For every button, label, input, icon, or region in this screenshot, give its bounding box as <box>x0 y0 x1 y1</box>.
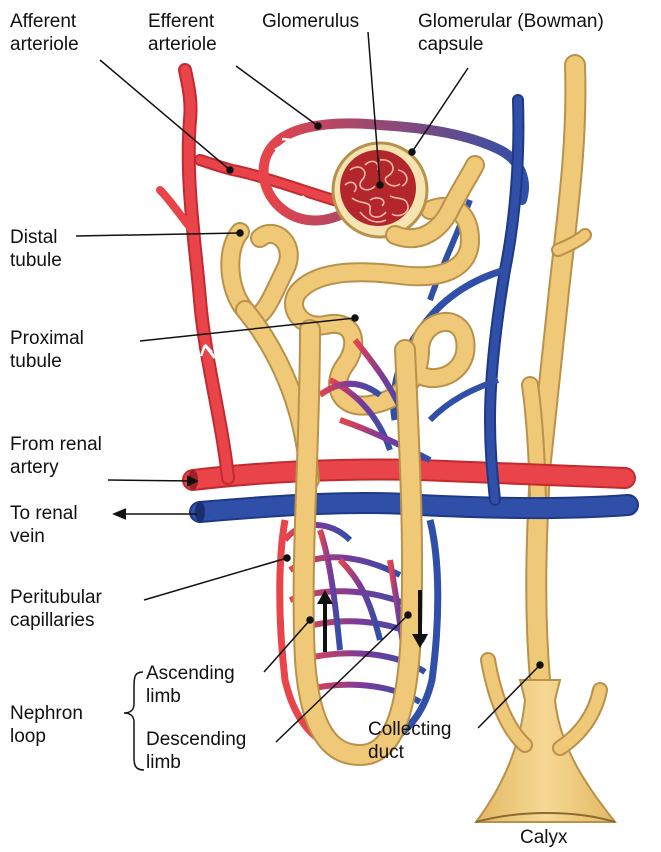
label-afferent-arteriole-line2: arteriole <box>10 33 79 56</box>
label-ascending-limb: Ascending limb <box>146 662 235 708</box>
label-from-renal-artery-line2: artery <box>10 456 102 479</box>
dot-descending-limb <box>405 612 411 618</box>
collecting-duct <box>530 65 585 680</box>
dot-ascending-limb <box>307 617 313 623</box>
dot-collecting-duct <box>537 662 543 668</box>
label-proximal-tubule-line2: tubule <box>10 350 84 373</box>
leader-efferent-arteriole <box>236 66 318 126</box>
label-glomerulus: Glomerulus <box>262 10 359 33</box>
dot-glomerulus <box>377 182 383 188</box>
tubule-coils <box>230 207 470 480</box>
label-efferent-arteriole-line1: Efferent <box>148 10 217 33</box>
leader-afferent-arteriole <box>100 60 230 170</box>
arrow-to-renal-vein <box>114 509 126 519</box>
label-descending-limb-line1: Descending <box>146 728 246 751</box>
dot-glomerular-capsule <box>409 149 415 155</box>
label-ascending-limb-line2: limb <box>146 685 235 708</box>
dot-proximal-tubule <box>352 315 358 321</box>
calyx <box>476 660 615 822</box>
label-proximal-tubule-line1: Proximal <box>10 327 84 350</box>
label-from-renal-artery: From renal artery <box>10 433 102 479</box>
label-nephron-loop: Nephron loop <box>10 702 83 748</box>
leader-peritubular-capillaries <box>144 558 287 600</box>
dot-peritubular-capillaries <box>284 555 290 561</box>
dot-afferent-arteriole <box>227 167 233 173</box>
label-glomerular-capsule-line1: Glomerular (Bowman) <box>418 10 604 33</box>
label-ascending-limb-line1: Ascending <box>146 662 235 685</box>
label-descending-limb: Descending limb <box>146 728 246 774</box>
label-efferent-arteriole: Efferent arteriole <box>148 10 217 56</box>
label-distal-tubule: Distal tubule <box>10 226 62 272</box>
label-peritubular-capillaries-line1: Peritubular <box>10 586 102 609</box>
label-efferent-arteriole-line2: arteriole <box>148 33 217 56</box>
label-peritubular-capillaries-line2: capillaries <box>10 609 102 632</box>
label-distal-tubule-line1: Distal <box>10 226 62 249</box>
leader-distal-tubule <box>76 233 240 236</box>
label-to-renal-vein-line2: vein <box>10 525 78 548</box>
label-calyx: Calyx <box>520 826 568 849</box>
label-glomerular-capsule-line2: capsule <box>418 33 604 56</box>
label-nephron-loop-line2: loop <box>10 725 83 748</box>
label-collecting-duct-line1: Collecting <box>368 718 451 741</box>
label-proximal-tubule: Proximal tubule <box>10 327 84 373</box>
label-distal-tubule-line2: tubule <box>10 249 62 272</box>
label-glomerular-capsule: Glomerular (Bowman) capsule <box>418 10 604 56</box>
leader-from-renal-artery <box>108 480 195 481</box>
dot-efferent-arteriole <box>315 123 321 129</box>
label-to-renal-vein-line1: To renal <box>10 502 78 525</box>
label-afferent-arteriole: Afferent arteriole <box>10 10 79 56</box>
nephron-loop-brace <box>124 672 144 770</box>
label-from-renal-artery-line1: From renal <box>10 433 102 456</box>
label-descending-limb-line2: limb <box>146 751 246 774</box>
label-collecting-duct-line2: duct <box>368 741 451 764</box>
label-peritubular-capillaries: Peritubular capillaries <box>10 586 102 632</box>
label-afferent-arteriole-line1: Afferent <box>10 10 79 33</box>
label-collecting-duct: Collecting duct <box>368 718 451 764</box>
label-to-renal-vein: To renal vein <box>10 502 78 548</box>
label-nephron-loop-line1: Nephron <box>10 702 83 725</box>
dot-distal-tubule <box>237 230 243 236</box>
